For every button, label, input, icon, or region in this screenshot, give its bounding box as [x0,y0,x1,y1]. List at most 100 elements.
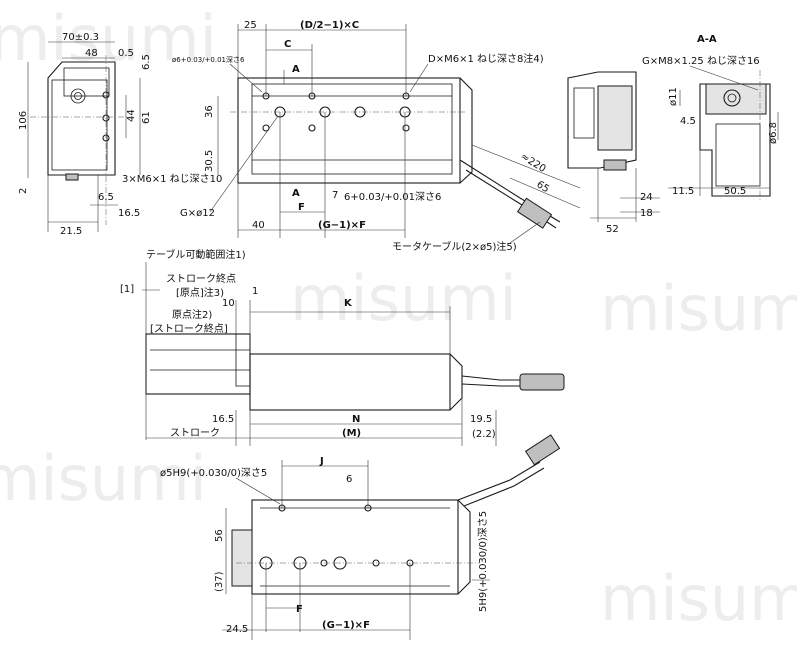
dim-16-5: 16.5 [118,208,140,219]
watermark-text: misumi [600,272,797,345]
dim-6: 6 [346,474,352,485]
dim-4-5: 4.5 [680,116,696,127]
dim-16-5-side: 16.5 [212,414,234,425]
dim-19-5: 19.5 [470,414,492,425]
dim-c: C [284,39,291,50]
stroke-end-bracket-label: [ストローク終点] [150,322,228,335]
dim-f: F [298,202,305,213]
dim-d11: ø11 [668,87,679,106]
bracket-1: [1] [120,284,134,295]
g12-label: G×ø12 [180,208,215,219]
section-view: A-A 52 24 18 G×M8×1.25 ねじ深さ16 ø11 4.5 ø6… [567,34,779,235]
dim-24-5: 24.5 [226,624,248,635]
front-boss [70,88,86,104]
bottom-connector [524,434,561,466]
holes-3xm6: 3×M6×1 ねじ深さ10 [122,173,222,185]
dim-52: 52 [606,224,619,235]
top-tap-hole [262,124,270,132]
dim-k: K [344,298,353,309]
front-connector [65,173,79,181]
cable-connector [516,197,553,229]
dim-6-5: 6.5 [98,192,114,203]
leader [235,477,281,505]
bottom-view: ø5H9(+0.030/0)深さ5 J 6 56 (37) F 24.5 (G−… [160,434,561,640]
bottom-pin-hole-label: ø5H9(+0.030/0)深さ5 [160,467,267,479]
watermark-text: misumi [290,262,517,335]
side-connector [519,373,565,391]
side-view: テーブル可動範囲注1) ストローク終点 [原点]注3) [1] 10 1 原点注… [120,248,565,446]
dim-56: 56 [214,529,225,542]
dim-7: 7 [332,190,338,201]
side-body [249,353,451,411]
dim-25: 25 [244,20,257,31]
dim-2: 2 [18,188,29,194]
dim-gf-bottom: (G−1)×F [322,620,370,631]
dim-line [471,144,581,189]
section-carriage [597,85,633,151]
bottom-cable [463,467,545,507]
leader [509,221,541,244]
dim-d6-8: ø6.8 [768,122,779,144]
side-table-range [145,333,251,395]
top-view: 25 (D/2−1)×C C ø6+0.03/+0.01深さ6 A D×M6×1… [172,20,581,253]
front-motor [63,67,110,97]
bottom-body [251,499,459,595]
dim-gf: (G−1)×F [318,220,366,231]
leader [689,65,759,91]
table-range-label: テーブル可動範囲注1) [146,248,246,261]
section-a-bottom: A [292,188,300,199]
bottom-cable [457,461,541,501]
watermark: misumi misumi misumi misumi misumi [0,2,797,635]
top-tap-hole [308,124,316,132]
front-view: 70±0.3 48 0.5 6.5 106 44 61 2 3×M6×1 ねじ深… [18,32,222,237]
bottom-slot-label: 5H9(+0.030/0)深さ5 [477,511,489,612]
dim-21-5: 21.5 [60,226,82,237]
dim-11-5: 11.5 [672,186,694,197]
dim-50-5: 50.5 [724,186,746,197]
top-body [237,77,461,184]
slot-label: 6+0.03/+0.01深さ6 [344,191,441,203]
front-inner [51,79,108,171]
origin-label: 原点注2) [172,308,212,321]
top-end-cap [459,77,473,184]
dim-line [509,177,581,209]
cable-length: ≈220 [518,151,547,175]
dim-10: 10 [222,298,235,309]
dim-0-5: 0.5 [118,48,134,59]
dim-65: 65 [534,179,551,195]
motor-cable-label: モータケーブル(2×ø5)注5) [392,240,517,253]
section-a-top: A [292,64,300,75]
dim-6-5-top: 6.5 [141,54,152,70]
dim-48: 48 [85,48,98,59]
section-bore-inner [727,93,737,103]
section-base [603,159,627,171]
dim-37: (37) [214,571,225,592]
tap-g-label: G×M8×1.25 ねじ深さ16 [642,55,760,67]
dim-18: 18 [640,208,653,219]
dim-70: 70±0.3 [62,32,99,43]
stroke-label: ストローク [170,427,220,439]
section-motor [573,87,595,139]
side-cable [461,383,520,387]
watermark-text: misumi [0,2,217,75]
dim-24: 24 [640,192,653,203]
dim-1: 1 [252,286,258,297]
section-bore [723,89,741,107]
dim-40: 40 [252,220,265,231]
dim-36: 36 [204,105,215,118]
front-boss-inner [74,92,82,100]
tap-d-label: D×M6×1 ねじ深さ8注4) [428,52,544,65]
leader [409,63,429,93]
watermark-text: misumi [0,442,207,515]
bottom-end-cap [457,499,471,595]
section-body [567,71,637,169]
side-stopper [235,333,251,387]
pin-hole-label: ø6+0.03/+0.01深さ6 [172,55,245,64]
dim-61: 61 [141,111,152,124]
section-title: A-A [697,34,717,45]
dim-n: N [352,414,360,425]
leader [209,115,279,213]
dim-m: (M) [342,428,361,439]
dim-30-5: 30.5 [204,150,215,172]
